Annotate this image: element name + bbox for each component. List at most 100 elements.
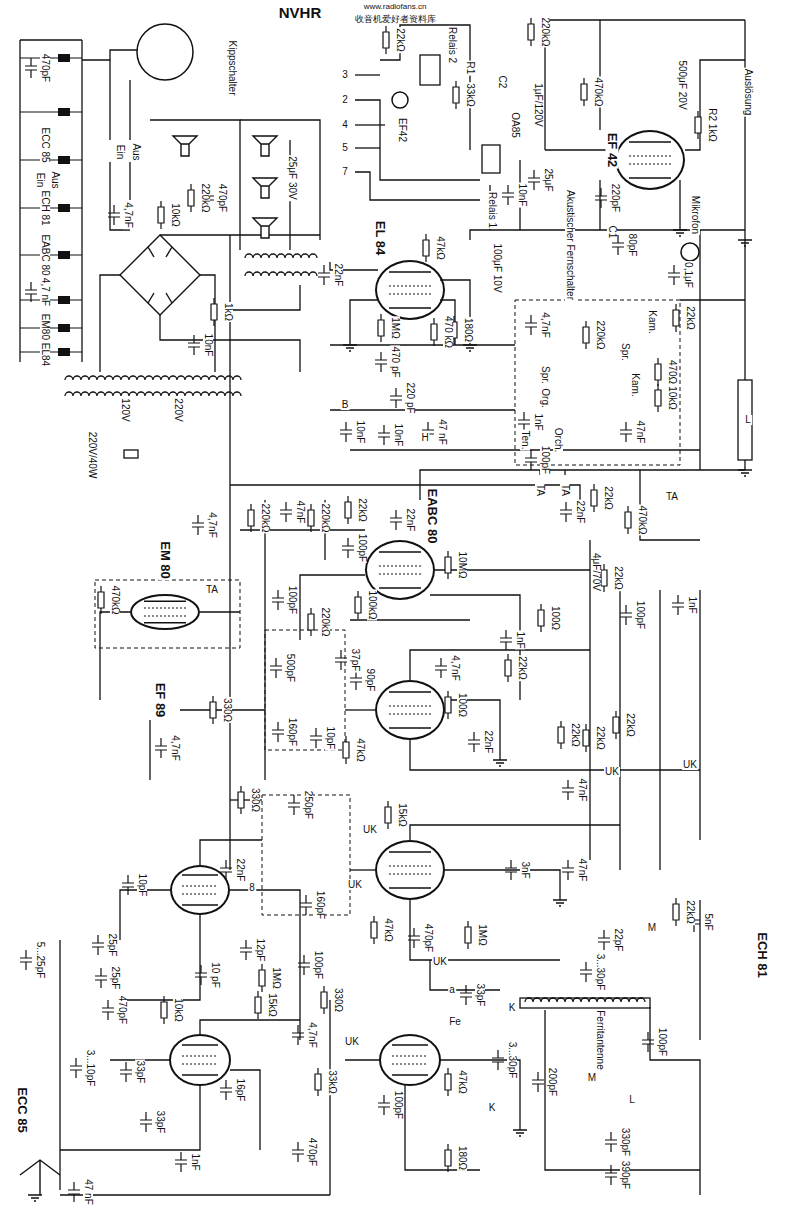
component-value: UK: [344, 1037, 360, 1047]
component-value: Org.: [540, 387, 550, 408]
component-value: 220kΩ: [595, 319, 605, 350]
component-value: 100pF: [657, 1027, 667, 1057]
component-symbol: [591, 484, 597, 512]
part-body: [482, 145, 500, 173]
component-value: 80pF: [627, 233, 637, 258]
part-body: [420, 55, 440, 85]
component-value: 4,7nF: [540, 311, 550, 339]
component-symbol: [528, 18, 534, 46]
component-value: 330Ω: [250, 787, 260, 813]
component-value: 100Ω: [550, 605, 560, 631]
component-symbol: [315, 1068, 321, 1096]
component-value: K: [488, 1103, 497, 1113]
component-symbol: [445, 691, 451, 719]
wire: [129, 80, 130, 140]
wire: [230, 1070, 260, 1150]
component-value: UK: [432, 957, 448, 967]
component-value: NVHR: [278, 5, 323, 20]
component-value: 330pF: [620, 1127, 630, 1157]
component-symbol: [532, 1072, 544, 1092]
grid-electrode: [182, 886, 218, 894]
wire: [81, 40, 82, 362]
component-value: UK: [604, 767, 620, 777]
wire: [380, 25, 470, 150]
component-value: 10pF: [137, 873, 147, 898]
component-symbol: [270, 658, 282, 678]
wire: [100, 612, 130, 700]
component-symbol: [25, 282, 37, 302]
wire: [20, 254, 82, 255]
wire: [350, 869, 375, 870]
component-value: TA: [560, 483, 570, 497]
component-symbol: [642, 1032, 654, 1052]
component-value: B: [341, 400, 350, 410]
component-value: 15kΩ: [397, 802, 407, 828]
component-value: 330Ω: [222, 697, 232, 723]
component-value: 100pF: [313, 950, 323, 980]
component-value: K: [508, 1003, 517, 1013]
component-symbol: [601, 564, 607, 592]
component-value: 25μF: [543, 168, 553, 193]
component-value: 90pF: [365, 668, 375, 693]
component-symbol: [210, 696, 216, 724]
wire: [230, 285, 300, 310]
component-symbol: [318, 265, 330, 285]
component-symbol: [500, 630, 512, 650]
component-value: 22kΩ: [685, 899, 695, 925]
wire: [699, 900, 700, 1040]
shield-outline: [515, 300, 680, 465]
wire: [300, 575, 365, 640]
component-symbol: [431, 318, 437, 346]
socket-symbol: [392, 92, 408, 108]
heater-symbol: [58, 54, 70, 62]
component-value: 10nF: [517, 183, 527, 208]
component-symbol: [155, 738, 167, 758]
component-value: 4,7nF: [123, 201, 133, 229]
component-value: 220pF: [610, 183, 620, 213]
tube-outline: ECH 81: [375, 840, 445, 900]
wire: [430, 595, 520, 700]
wire: [355, 100, 480, 180]
wire: [110, 50, 140, 60]
component-value: 1MΩ: [390, 316, 400, 339]
component-value: R1: [465, 61, 475, 76]
component-symbol: [625, 506, 631, 534]
component-value: 10pF: [325, 726, 335, 751]
component-symbol: [195, 965, 207, 985]
component-value: 330Ω: [333, 987, 343, 1013]
coil-symbol: [65, 376, 241, 380]
component-value: Akustischer Fernschalter: [565, 189, 575, 301]
component-symbol: [502, 185, 514, 205]
component-symbol: [355, 591, 361, 619]
component-symbol: [340, 422, 352, 442]
wire: [330, 409, 515, 410]
tube-label: EF 42: [606, 132, 619, 169]
wire: [410, 825, 620, 840]
component-value: Kippschalter: [227, 39, 237, 96]
component-symbol: [378, 425, 390, 445]
component-symbol: [238, 786, 244, 814]
component-value: EF42: [397, 117, 407, 143]
tube-label: EF 89: [154, 682, 167, 719]
wire: [679, 180, 680, 230]
wire: [20, 351, 82, 352]
component-value: 220kΩ: [200, 182, 210, 213]
component-symbol: [350, 670, 362, 690]
heater-symbol: [58, 324, 70, 332]
component-symbol: [68, 1182, 80, 1202]
component-symbol: [465, 921, 471, 949]
tube-outline: EF 89: [375, 680, 445, 740]
component-symbol: [292, 1142, 304, 1162]
component-symbol: [560, 502, 572, 522]
component-symbol: [108, 205, 120, 225]
component-value: 47 nF: [83, 1178, 93, 1206]
component-value: 250pF: [303, 790, 313, 820]
wire: [355, 147, 380, 148]
wire: [410, 900, 560, 960]
component-symbol: [378, 314, 384, 342]
component-symbol: [383, 26, 389, 54]
component-value: 22kΩ: [625, 712, 635, 738]
component-symbol: [562, 780, 574, 800]
component-value: 2: [341, 95, 349, 105]
component-value: 1MΩ: [477, 923, 487, 946]
